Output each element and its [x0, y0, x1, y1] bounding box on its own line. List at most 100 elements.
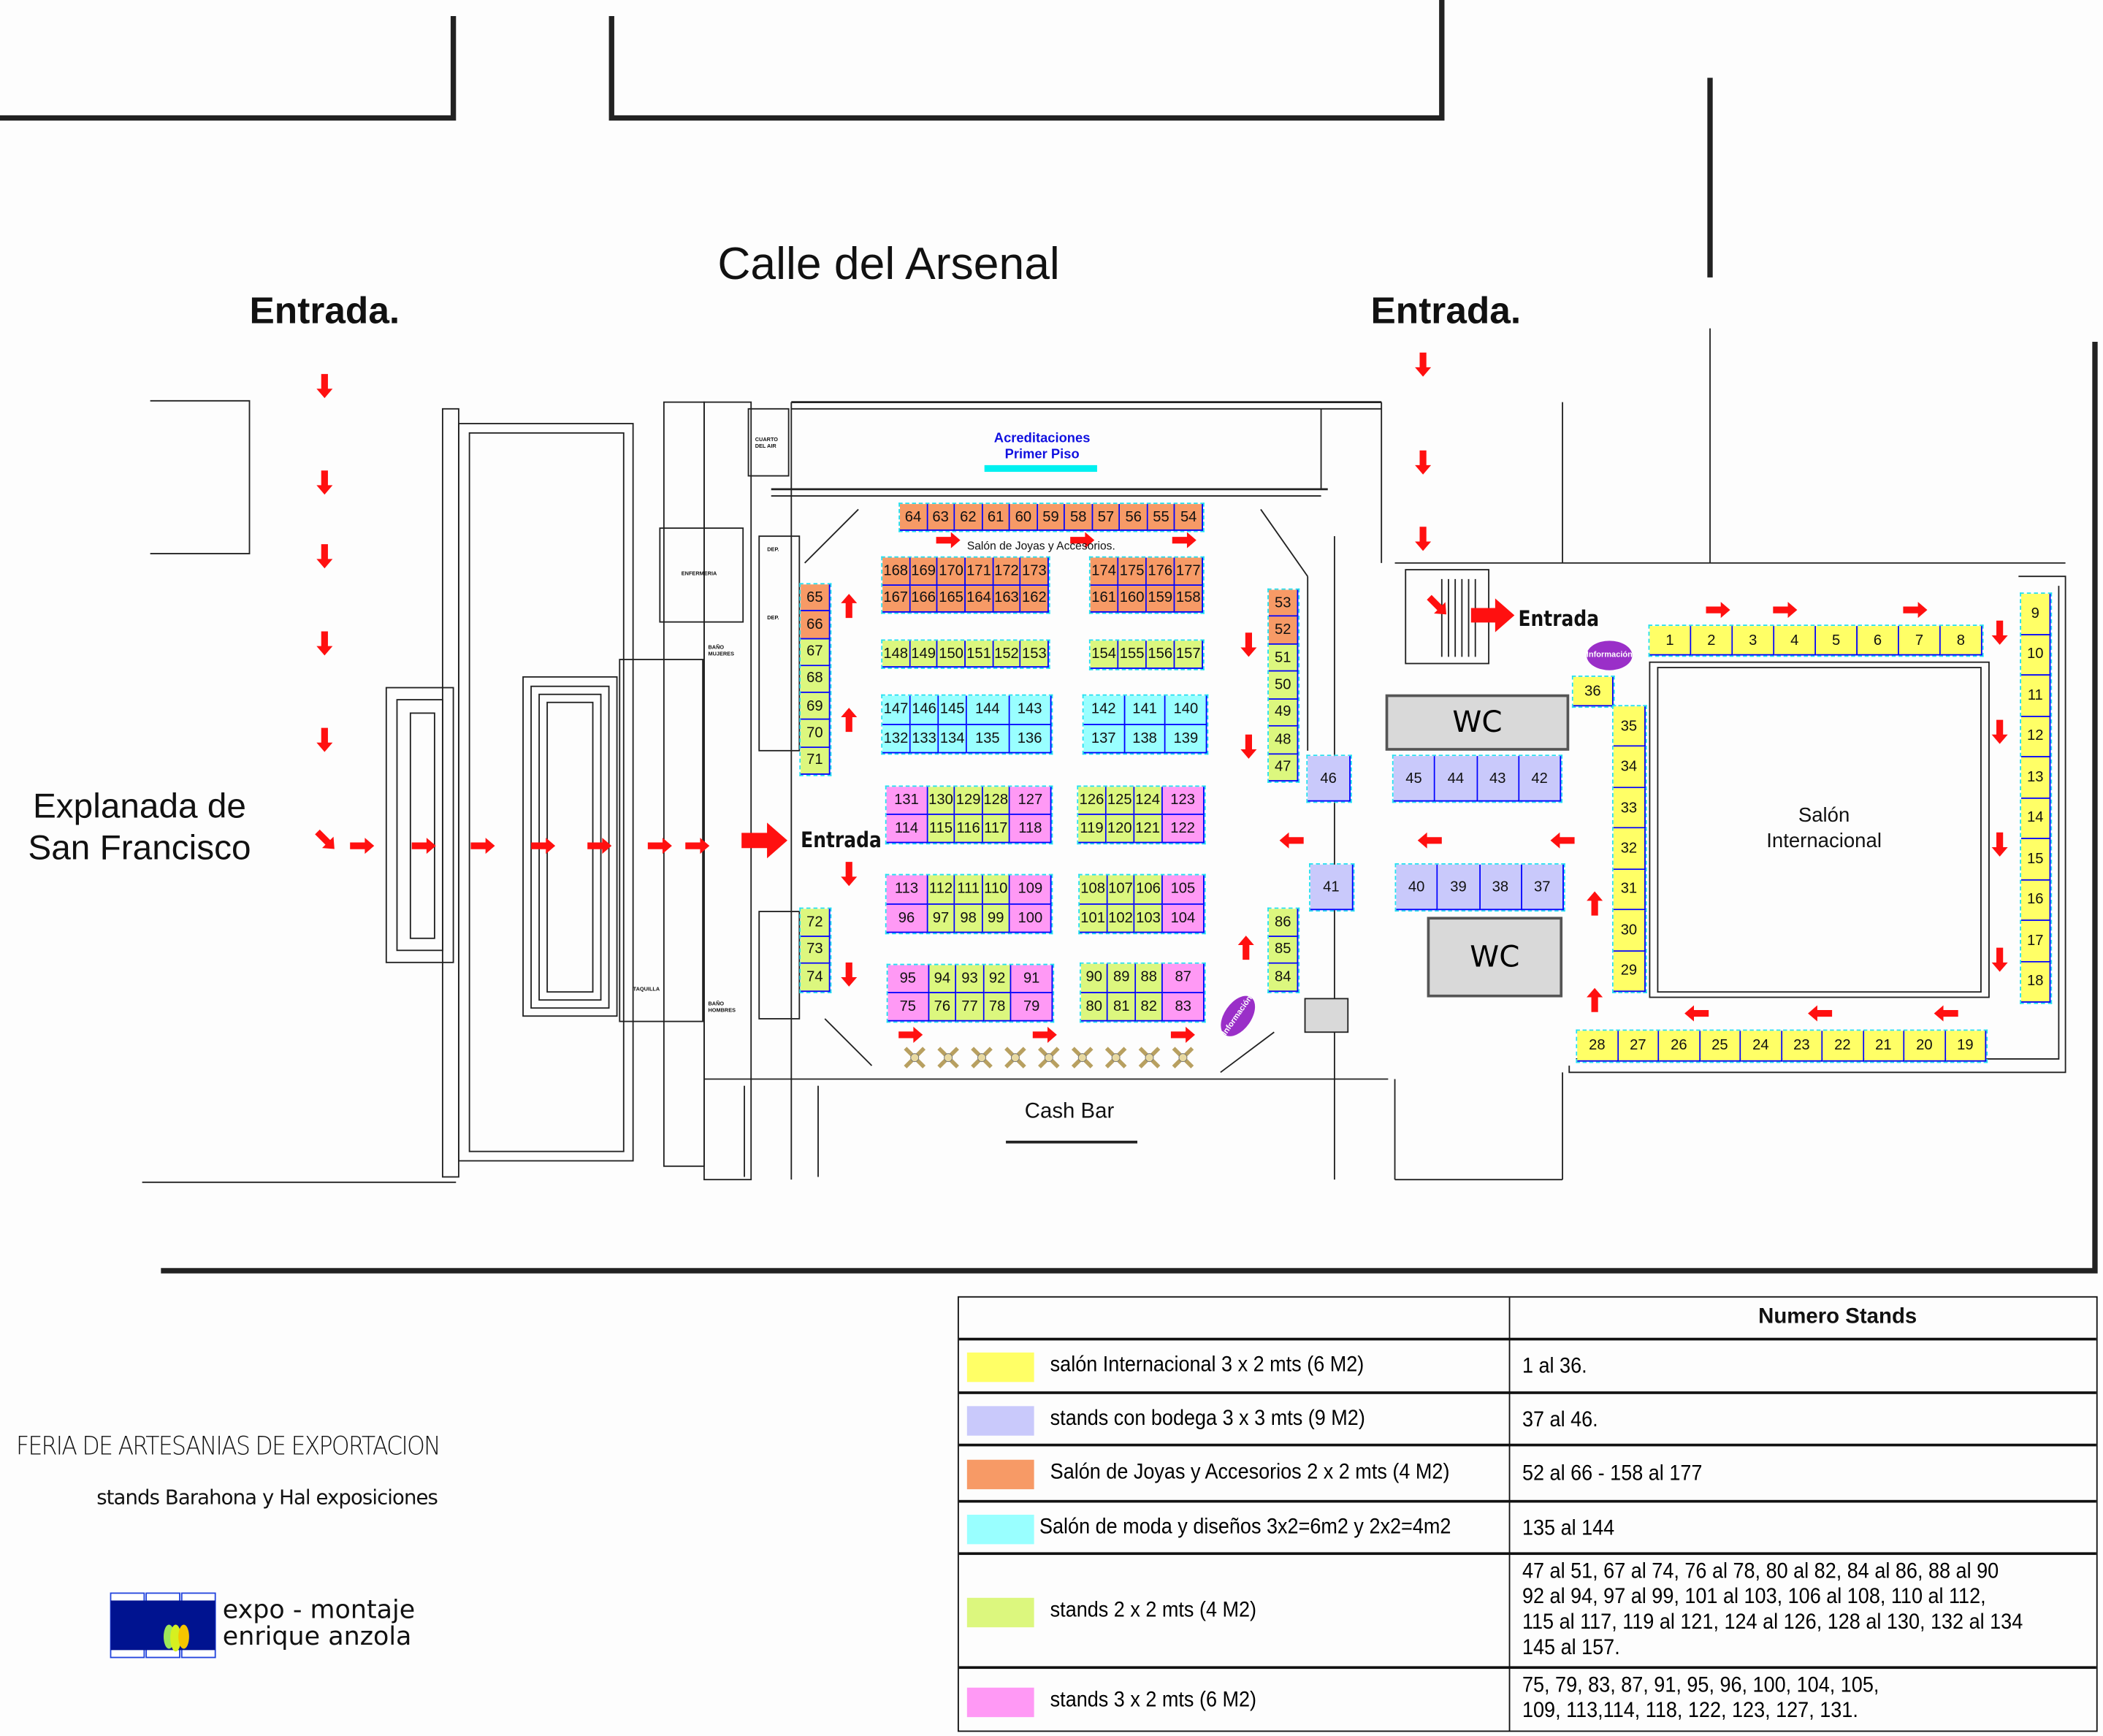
stand-17[interactable]: 17 [2021, 920, 2051, 962]
stand-76[interactable]: 76 [928, 993, 957, 1022]
stand-30[interactable]: 30 [1613, 910, 1646, 952]
stand-151[interactable]: 151 [965, 641, 993, 668]
stand-87[interactable]: 87 [1163, 963, 1205, 993]
stand-124[interactable]: 124 [1134, 787, 1163, 815]
stand-65[interactable]: 65 [801, 584, 831, 612]
stand-38[interactable]: 38 [1480, 864, 1522, 911]
stand-162[interactable]: 162 [1020, 585, 1049, 613]
stand-120[interactable]: 120 [1106, 814, 1134, 844]
stand-139[interactable]: 139 [1166, 724, 1207, 754]
stand-142[interactable]: 142 [1083, 695, 1125, 725]
stand-83[interactable]: 83 [1163, 993, 1205, 1022]
stand-159[interactable]: 159 [1146, 585, 1175, 613]
stand-9[interactable]: 9 [2021, 594, 2051, 635]
stand-91[interactable]: 91 [1011, 965, 1053, 994]
stand-117[interactable]: 117 [982, 814, 1011, 844]
stand-53[interactable]: 53 [1268, 589, 1299, 618]
stand-52[interactable]: 52 [1268, 617, 1299, 645]
stand-128[interactable]: 128 [982, 787, 1011, 815]
stand-108[interactable]: 108 [1080, 875, 1107, 904]
stand-116[interactable]: 116 [955, 814, 983, 844]
stand-31[interactable]: 31 [1613, 869, 1646, 911]
stand-175[interactable]: 175 [1118, 557, 1147, 586]
stand-146[interactable]: 146 [910, 695, 939, 725]
stand-166[interactable]: 166 [910, 585, 939, 613]
stand-49[interactable]: 49 [1268, 699, 1299, 727]
stand-132[interactable]: 132 [882, 724, 911, 754]
stand-107[interactable]: 107 [1107, 875, 1135, 904]
stand-43[interactable]: 43 [1477, 756, 1519, 802]
stand-95[interactable]: 95 [888, 965, 929, 994]
stand-62[interactable]: 62 [955, 504, 983, 531]
stand-1[interactable]: 1 [1649, 626, 1692, 656]
stand-10[interactable]: 10 [2021, 635, 2051, 676]
stand-59[interactable]: 59 [1037, 504, 1066, 531]
stand-48[interactable]: 48 [1268, 727, 1299, 754]
stand-173[interactable]: 173 [1020, 557, 1049, 586]
stand-50[interactable]: 50 [1268, 672, 1299, 700]
stand-112[interactable]: 112 [928, 875, 955, 904]
stand-130[interactable]: 130 [928, 787, 955, 815]
stand-147[interactable]: 147 [882, 695, 911, 725]
stand-127[interactable]: 127 [1010, 787, 1052, 815]
stand-79[interactable]: 79 [1011, 993, 1053, 1022]
stand-149[interactable]: 149 [910, 641, 939, 668]
stand-2[interactable]: 2 [1691, 626, 1733, 656]
stand-154[interactable]: 154 [1090, 641, 1119, 669]
stand-150[interactable]: 150 [938, 641, 966, 668]
stand-67[interactable]: 67 [801, 638, 831, 666]
stand-93[interactable]: 93 [956, 965, 985, 994]
stand-24[interactable]: 24 [1741, 1030, 1782, 1062]
stand-161[interactable]: 161 [1090, 585, 1119, 613]
stand-174[interactable]: 174 [1090, 557, 1119, 586]
stand-113[interactable]: 113 [886, 875, 928, 904]
stand-63[interactable]: 63 [927, 504, 955, 531]
stand-119[interactable]: 119 [1078, 814, 1107, 844]
stand-86[interactable]: 86 [1268, 909, 1299, 937]
stand-123[interactable]: 123 [1162, 787, 1205, 815]
stand-82[interactable]: 82 [1135, 993, 1164, 1022]
stand-73[interactable]: 73 [801, 936, 831, 965]
stand-12[interactable]: 12 [2021, 716, 2051, 758]
stand-111[interactable]: 111 [955, 875, 983, 904]
stand-92[interactable]: 92 [984, 965, 1012, 994]
stand-5[interactable]: 5 [1816, 626, 1858, 656]
stand-23[interactable]: 23 [1782, 1030, 1823, 1062]
stand-45[interactable]: 45 [1393, 756, 1436, 802]
stand-133[interactable]: 133 [910, 724, 939, 754]
stand-19[interactable]: 19 [1945, 1030, 1987, 1062]
stand-136[interactable]: 136 [1009, 724, 1052, 754]
stand-71[interactable]: 71 [801, 747, 831, 775]
stand-33[interactable]: 33 [1613, 787, 1646, 829]
stand-47[interactable]: 47 [1268, 754, 1299, 782]
stand-34[interactable]: 34 [1613, 747, 1646, 788]
stand-26[interactable]: 26 [1659, 1030, 1701, 1062]
stand-163[interactable]: 163 [993, 585, 1021, 613]
stand-84[interactable]: 84 [1268, 964, 1299, 993]
stand-35[interactable]: 35 [1613, 706, 1646, 748]
stand-28[interactable]: 28 [1577, 1030, 1619, 1062]
stand-68[interactable]: 68 [801, 665, 831, 694]
stand-64[interactable]: 64 [900, 504, 928, 531]
stand-177[interactable]: 177 [1175, 557, 1203, 586]
stand-122[interactable]: 122 [1162, 814, 1205, 844]
stand-25[interactable]: 25 [1700, 1030, 1741, 1062]
stand-126[interactable]: 126 [1078, 787, 1107, 815]
stand-158[interactable]: 158 [1175, 585, 1203, 613]
stand-167[interactable]: 167 [882, 585, 911, 613]
stand-3[interactable]: 3 [1733, 626, 1775, 656]
stand-176[interactable]: 176 [1146, 557, 1175, 586]
stand-57[interactable]: 57 [1093, 504, 1121, 531]
stand-81[interactable]: 81 [1108, 993, 1136, 1022]
stand-106[interactable]: 106 [1134, 875, 1163, 904]
stand-21[interactable]: 21 [1863, 1030, 1905, 1062]
stand-156[interactable]: 156 [1146, 641, 1175, 669]
stand-36[interactable]: 36 [1573, 676, 1614, 707]
stand-103[interactable]: 103 [1134, 903, 1163, 933]
stand-13[interactable]: 13 [2021, 757, 2051, 798]
stand-148[interactable]: 148 [882, 641, 911, 668]
stand-55[interactable]: 55 [1148, 504, 1176, 531]
stand-42[interactable]: 42 [1519, 756, 1562, 802]
stand-172[interactable]: 172 [993, 557, 1021, 586]
stand-7[interactable]: 7 [1898, 626, 1941, 656]
